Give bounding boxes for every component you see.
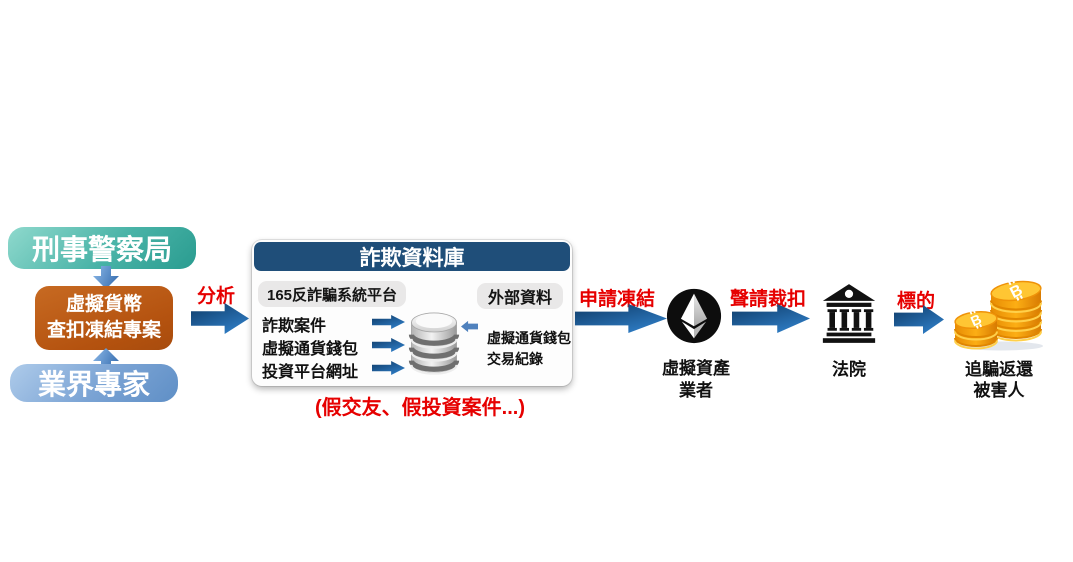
node-industry-experts: 業界專家 — [10, 364, 178, 402]
arrow-right-target-icon — [894, 305, 944, 334]
arrow-down-icon — [93, 266, 119, 289]
db-right-item-2: 交易紀錄 — [487, 351, 543, 367]
pill-external-data: 外部資料 — [477, 283, 563, 309]
flow-label-petition-seize: 聲請裁扣 — [729, 289, 806, 310]
flow-label-analyze: 分析 — [196, 286, 235, 307]
arrow-right-analyze-icon — [191, 303, 249, 334]
ethereum-icon — [666, 288, 722, 344]
arrow-up-icon — [93, 348, 119, 371]
flow-label-apply-freeze: 申請凍結 — [578, 289, 655, 310]
arrow-right-apply-freeze-icon — [575, 304, 667, 333]
arrow-right-small-2-icon — [372, 338, 405, 352]
pill-165-platform: 165反詐騙系統平台 — [258, 281, 406, 307]
db-left-item-1: 詐欺案件 — [262, 318, 327, 335]
node-court-label: 法院 — [832, 360, 866, 379]
node-crypto-seizure-project-line1: 虛擬貨幣 — [65, 294, 142, 316]
arrow-right-small-1-icon — [372, 315, 405, 329]
db-left-item-2: 虛擬通貨錢包 — [262, 341, 359, 358]
node-crypto-seizure-project-line2: 查扣凍結專案 — [46, 320, 161, 341]
node-industry-experts-label: 業界專家 — [37, 369, 150, 400]
fraud-case-caption: (假交友、假投資案件...) — [315, 397, 525, 419]
node-crypto-seizure-project: 虛擬貨幣 查扣凍結專案 — [35, 286, 173, 350]
bank-icon — [822, 284, 876, 343]
arrow-right-petition-seize-icon — [732, 304, 810, 333]
coins-icon: B B — [954, 279, 1043, 351]
fraud-database-card-header: 詐欺資料庫 — [254, 242, 570, 271]
node-exchange-label-line1: 虛擬資產 — [662, 359, 730, 378]
node-return-label-line2: 被害人 — [973, 381, 1025, 400]
arrow-left-small-icon — [461, 320, 478, 333]
node-return-label-line1: 追騙返還 — [965, 360, 1033, 379]
node-exchange-label-line2: 業者 — [679, 381, 713, 400]
node-criminal-police-bureau: 刑事警察局 — [8, 227, 196, 269]
fraud-database-title: 詐欺資料庫 — [359, 246, 465, 270]
arrow-right-small-3-icon — [372, 361, 405, 375]
db-left-item-3: 投資平台網址 — [262, 364, 359, 381]
db-right-item-1: 虛擬通貨錢包 — [487, 330, 571, 346]
node-criminal-police-bureau-label: 刑事警察局 — [31, 234, 172, 265]
database-icon — [408, 312, 460, 375]
